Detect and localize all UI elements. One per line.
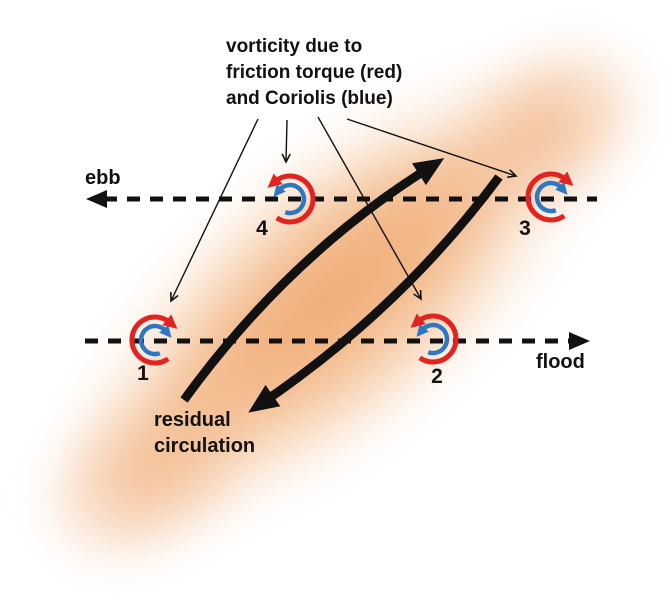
pointer-arrow-to-vortex-1: [170, 118, 259, 303]
pointer-arrow-to-vortex-4: [281, 119, 291, 164]
residual-circulation-arrow-up-icon: [180, 158, 445, 403]
residual-circulation-arrow-down-icon: [248, 174, 503, 413]
pointer-arrow-to-vortex-2: [317, 116, 422, 301]
flood-label: flood: [536, 351, 585, 373]
vortex-3-number: 3: [519, 217, 531, 240]
ebb-arrowhead-icon: [86, 190, 107, 208]
vortex-4-number: 4: [256, 217, 268, 240]
vorticity-annotation-text: vorticity due to friction torque (red) a…: [226, 36, 403, 109]
residual-circulation-label: residual circulation: [154, 409, 256, 457]
ebb-label: ebb: [85, 167, 121, 189]
vortex-2-number: 2: [431, 365, 443, 388]
flood-arrowhead-icon: [569, 332, 590, 350]
pointer-arrow-to-vortex-3: [346, 118, 518, 179]
vortex-1-number: 1: [137, 362, 149, 385]
